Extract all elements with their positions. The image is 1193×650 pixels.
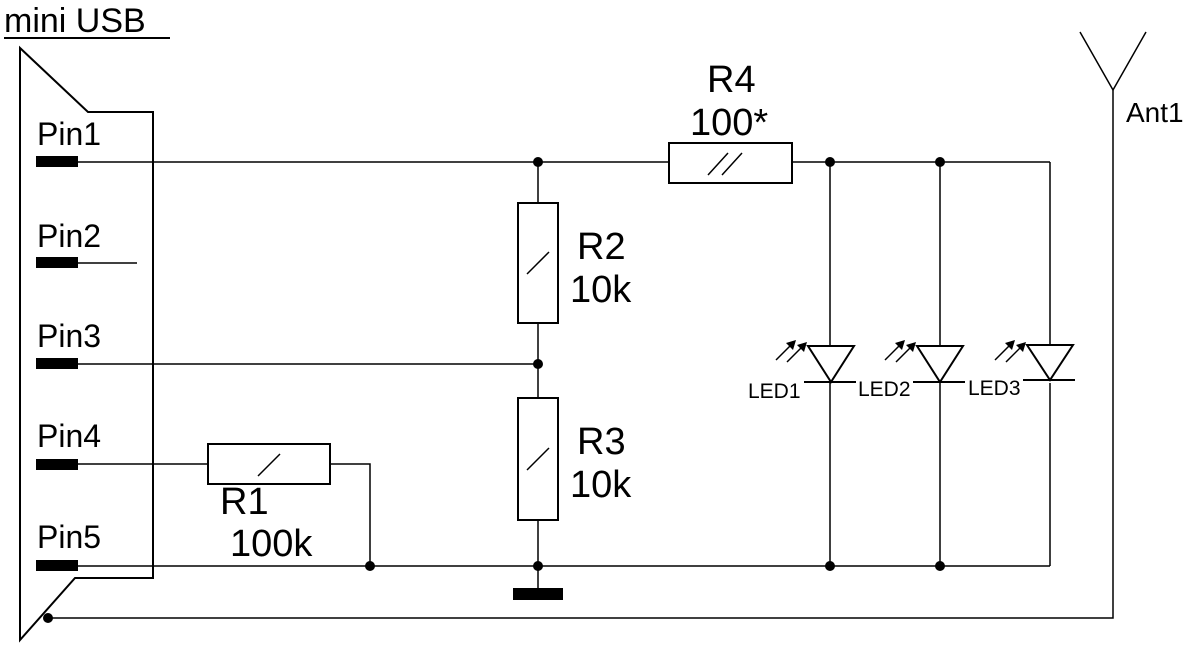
resistor-slash (707, 152, 729, 176)
r3-value: 10k (570, 464, 632, 506)
antenna: Ant1 (1079, 31, 1184, 128)
light-arrowhead (1016, 342, 1026, 352)
pin-4: Pin4 (36, 418, 101, 470)
r2-value: 10k (570, 269, 632, 311)
light-arrow (895, 345, 913, 363)
junction-dot (825, 157, 835, 167)
antenna-label: Ant1 (1126, 97, 1184, 128)
junction-dot (533, 359, 543, 369)
pin-contact (36, 156, 78, 167)
light-arrow (884, 343, 902, 361)
pin-contact (36, 459, 78, 470)
resistor-slash (721, 152, 743, 176)
light-arrowhead (895, 340, 905, 350)
led-3: LED3 (968, 340, 1075, 400)
pin-contact (36, 257, 78, 268)
pin-label: Pin5 (37, 519, 101, 555)
resistor-body (668, 142, 793, 184)
led-triangle (915, 345, 965, 384)
resistor-r3: R3 10k (517, 397, 632, 521)
junction-dot (533, 561, 543, 571)
pin-contact (36, 358, 78, 369)
pin-3: Pin3 (36, 318, 101, 369)
pin-5: Pin5 (36, 519, 101, 571)
light-arrow (786, 345, 804, 363)
junction-dot (533, 157, 543, 167)
ground-icon (513, 588, 563, 600)
resistor-r1: R1 100k (207, 443, 331, 565)
pin-label: Pin3 (37, 318, 101, 354)
pin-contact (36, 560, 78, 571)
light-arrowhead (797, 342, 807, 352)
resistor-r2: R2 10k (517, 202, 632, 324)
led-1: LED1 (748, 340, 856, 403)
r3-ref: R3 (577, 421, 626, 463)
led1-label: LED1 (748, 380, 801, 403)
led-triangle (1025, 344, 1075, 382)
wire-antenna (48, 90, 1114, 619)
resistor-slash (526, 447, 550, 471)
mini-usb-connector: mini USB (4, 2, 170, 643)
connector-body (19, 45, 154, 643)
pin-label: Pin2 (37, 218, 101, 254)
led2-label: LED2 (858, 378, 911, 401)
led-2: LED2 (858, 340, 965, 401)
pin-label: Pin4 (37, 418, 101, 454)
junction-dot (935, 157, 945, 167)
r1-ref: R1 (220, 481, 269, 523)
light-arrowhead (906, 342, 916, 352)
junction-dot (43, 613, 53, 623)
resistor-slash (526, 251, 550, 275)
r4-ref: R4 (707, 59, 756, 101)
junctions (43, 157, 945, 623)
resistor-slash (257, 453, 281, 477)
junction-dot (825, 561, 835, 571)
resistor-r4: R4 100* (668, 59, 793, 184)
connector-title: mini USB (4, 2, 146, 40)
light-arrowhead (786, 340, 796, 350)
antenna-symbol (1079, 31, 1147, 92)
pin-label: Pin1 (37, 116, 101, 152)
junction-dot (935, 561, 945, 571)
led3-label: LED3 (968, 377, 1021, 400)
wire-r1-to-gnd (330, 463, 371, 566)
led-triangle (806, 345, 856, 384)
light-arrow (1005, 345, 1023, 363)
pin-1: Pin1 (36, 116, 101, 167)
light-arrow (994, 343, 1012, 361)
junction-dot (365, 561, 375, 571)
r1-value: 100k (230, 523, 313, 565)
r4-value: 100* (690, 102, 768, 144)
r2-ref: R2 (577, 226, 626, 268)
light-arrowhead (1005, 340, 1015, 350)
pin-2: Pin2 (36, 218, 101, 268)
light-arrow (775, 343, 793, 361)
